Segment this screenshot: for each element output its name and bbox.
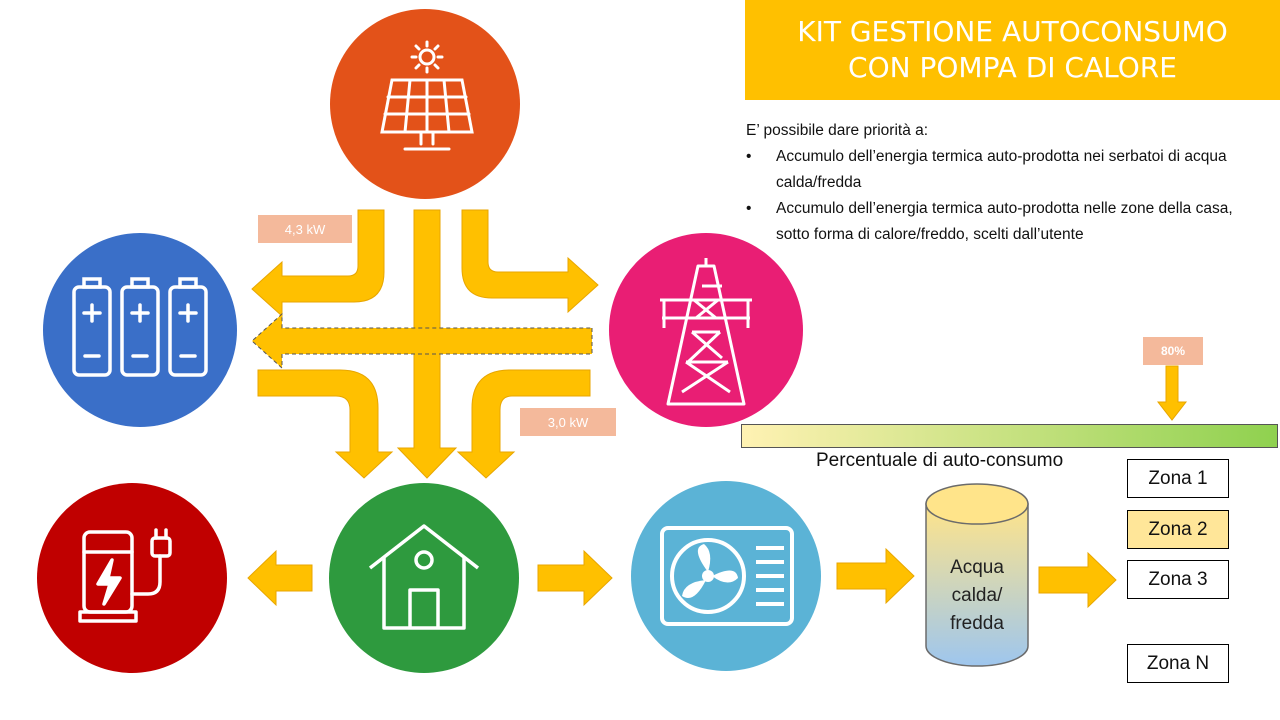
heat-pump-icon [660, 526, 794, 626]
tank-label-line-1: Acqua [950, 557, 1004, 578]
percent-indicator-arrow [1156, 365, 1188, 421]
solar-panel-icon [380, 40, 474, 151]
tank-label: Acqua calda/ fredda [926, 554, 1028, 638]
percent-label: 80% [1143, 337, 1203, 365]
water-tank [925, 483, 1029, 667]
power-pylon-icon [660, 258, 752, 406]
arrow-house-to-ev [247, 549, 313, 607]
arrow-grid-to-battery [251, 312, 593, 370]
page-title: KIT GESTIONE AUTOCONSUMO CON POMPA DI CA… [745, 0, 1280, 100]
zone-2[interactable]: Zona 2 [1127, 510, 1229, 549]
battery-node [43, 233, 237, 427]
heatpump-node [631, 481, 821, 671]
description-intro: E’ possibile dare priorità a: [746, 122, 929, 139]
arrow-house-to-heatpump [537, 549, 613, 607]
tank-label-line-2: calda/ [951, 585, 1003, 606]
arrow-solar-to-grid [461, 209, 599, 314]
tank-label-line-3: fredda [950, 613, 1004, 634]
zone-1[interactable]: Zona 1 [1127, 459, 1229, 498]
ev-charger-icon [78, 528, 172, 623]
self-consumption-bar [741, 424, 1278, 448]
battery-icon [72, 277, 208, 377]
grid-node [609, 233, 803, 427]
title-line-2: CON POMPA DI CALORE [848, 51, 1177, 84]
zone-3[interactable]: Zona 3 [1127, 560, 1229, 599]
self-consumption-caption: Percentuale di auto-consumo [816, 450, 1064, 471]
arrow-grid-to-house [456, 369, 591, 479]
priority-item-tanks: Accumulo dell’energia termica auto-prodo… [746, 144, 1266, 196]
solar-power-label: 4,3 kW [258, 215, 352, 243]
description: E’ possibile dare priorità a: Accumulo d… [746, 118, 1266, 248]
house-icon [368, 524, 480, 630]
arrow-battery-to-house [257, 369, 394, 479]
arrow-heatpump-to-tank [836, 547, 915, 605]
arrow-solar-to-battery [251, 209, 385, 318]
arrow-tank-to-zones [1038, 551, 1117, 609]
zone-n[interactable]: Zona N [1127, 644, 1229, 683]
priority-list: Accumulo dell’energia termica auto-prodo… [746, 144, 1266, 248]
solar-node [330, 9, 520, 199]
priority-item-zones: Accumulo dell’energia termica auto-prodo… [746, 196, 1266, 248]
house-node [329, 483, 519, 673]
title-line-1: KIT GESTIONE AUTOCONSUMO [797, 15, 1228, 48]
ev-node [37, 483, 227, 673]
house-consumption-label: 3,0 kW [520, 408, 616, 436]
